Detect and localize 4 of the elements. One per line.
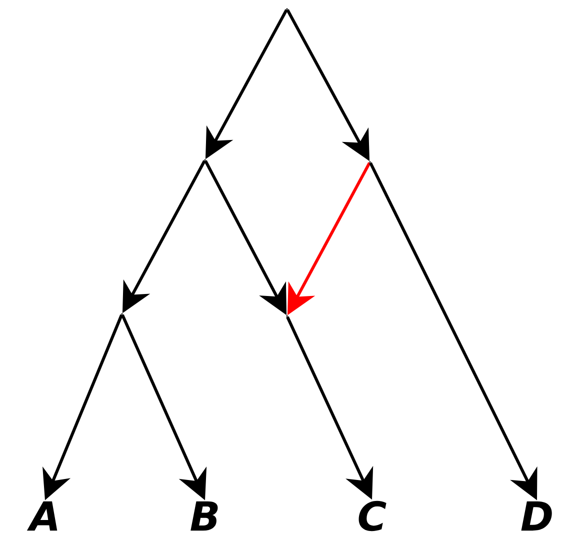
leaf-label: A: [26, 501, 58, 531]
leaf-label: B: [190, 501, 218, 531]
leaf-label: D: [521, 501, 552, 531]
leaf-label: C: [358, 500, 386, 532]
